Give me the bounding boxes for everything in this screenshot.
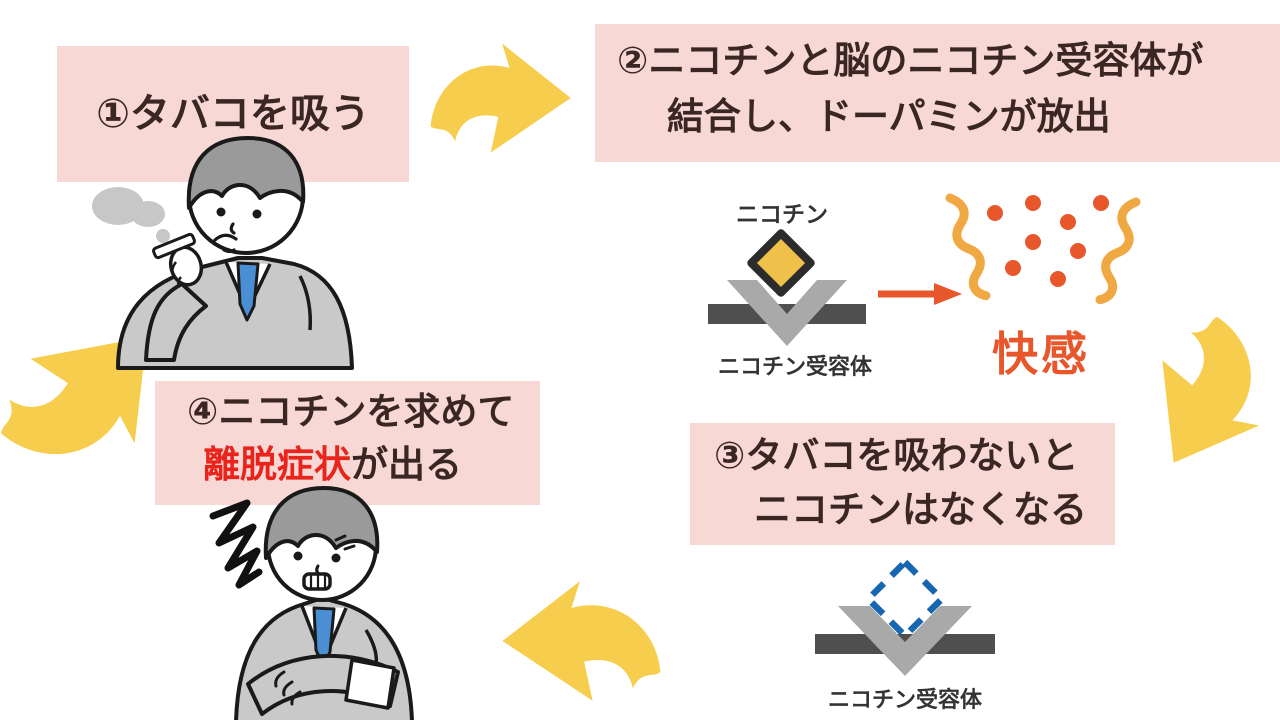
- step2-text-line1: ②ニコチンと脳のニコチン受容体が: [617, 40, 1204, 81]
- step3-text-line2: ニコチンはなくなる: [754, 488, 1087, 530]
- raised-arm: [144, 282, 208, 362]
- pleasure-label: 快感: [992, 328, 1090, 380]
- step3-box: ③タバコを吸わないと ニコチンはなくなる: [690, 423, 1115, 545]
- receptor-label-bound: ニコチン受容体: [717, 354, 872, 379]
- step3-text-line1: ③タバコを吸わないと: [714, 435, 1079, 476]
- smoke-icon: [92, 187, 177, 251]
- worried-face: [213, 222, 238, 254]
- receptor-empty-illustration: [815, 557, 995, 676]
- step4-line2-rest: が出る: [351, 443, 462, 485]
- squiggle-right-icon: [1095, 199, 1141, 303]
- man-smoking-illustration: [92, 136, 354, 370]
- receptor-bound-illustration: [708, 229, 962, 346]
- step4-text-line1: ④ニコチンを求めて: [187, 391, 515, 432]
- receptor-v-shape: [727, 280, 847, 346]
- gritted-teeth-mouth: [302, 572, 332, 591]
- hair: [186, 136, 306, 210]
- nicotine-label: ニコチン: [736, 201, 828, 227]
- gripping-fingers: [274, 670, 302, 706]
- receptor-v-shape: [838, 606, 972, 676]
- cycle-arrow-left-icon: [502, 581, 661, 701]
- man-withdrawal-illustration: [209, 486, 414, 720]
- step1-text: ①タバコを吸う: [96, 92, 370, 136]
- hair: [263, 486, 380, 560]
- step2-box: ②ニコチンと脳のニコチン受容体が 結合し、ドーパミンが放出: [595, 24, 1280, 162]
- step4-box: ④ニコチンを求めて 離脱症状が出る: [155, 381, 540, 505]
- withdrawal-highlight: 離脱症状: [203, 443, 351, 485]
- cigarette-icon: [152, 232, 196, 260]
- step4-text-line2: 離脱症状が出る: [155, 444, 540, 487]
- necktie: [236, 261, 260, 322]
- dopamine-burst-illustration: [945, 195, 1141, 303]
- squiggle-left-icon: [945, 195, 991, 299]
- result-arrow-icon: [878, 283, 962, 305]
- dopamine-dots: [987, 195, 1109, 287]
- shirt-cuff: [344, 658, 396, 710]
- receptor-label-empty: ニコチン受容体: [827, 687, 982, 712]
- irritation-scribble-icon: [209, 499, 263, 589]
- nicotine-diamond-icon: [747, 229, 815, 297]
- step2-text-line2: 結合し、ドーパミンが放出: [667, 95, 1111, 137]
- cycle-arrow-right-icon: [430, 43, 571, 153]
- cycle-arrow-down-icon: [1122, 303, 1280, 490]
